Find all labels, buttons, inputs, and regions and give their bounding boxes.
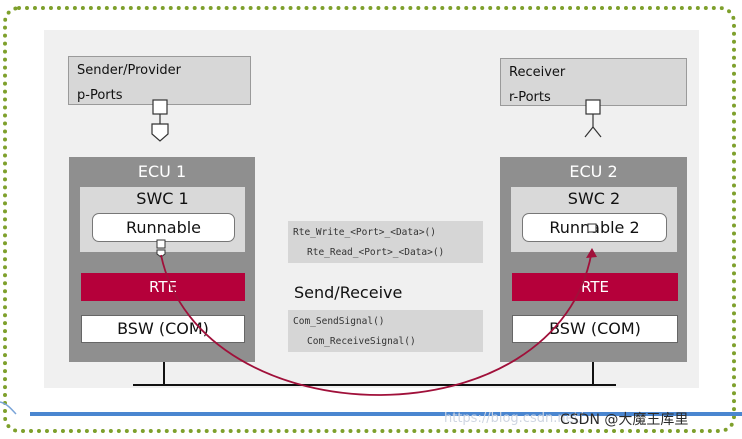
bsw1-box: BSW (COM) [81,315,245,343]
runnable1-box: Runnable [92,213,235,242]
dotted-frame [3,6,736,433]
network-bus [133,362,616,386]
ecu1-title: ECU 1 [137,162,187,181]
swc2-title: SWC 2 [567,189,621,208]
receiver-port-icon [584,99,602,138]
receiver-port-title: Receiver [509,65,566,80]
stripe-tail [0,401,17,415]
runnable1-port-icon [156,239,166,258]
sender-port-type: p-Ports [77,88,123,103]
send-receive-label: Send/Receive [294,283,403,302]
signal-arrow-icon [586,248,597,258]
runnable2-port-icon [587,223,597,233]
ecu2-title: ECU 2 [569,162,618,181]
receiver-port-box: Receiver r-Ports [500,58,687,106]
rte-read-api: Rte_Read_<Port>_<Data>() [307,247,445,258]
swc1-title: SWC 1 [136,189,189,208]
com-api-box: Com_SendSignal() Com_ReceiveSignal() [288,310,483,352]
rte-write-api: Rte_Write_<Port>_<Data>() [293,227,436,238]
com-receive-api: Com_ReceiveSignal() [307,336,416,347]
rte-api-box: Rte_Write_<Port>_<Data>() Rte_Read_<Port… [288,221,483,263]
com-send-api: Com_SendSignal() [293,316,385,327]
rte2-bar: RTE [512,273,678,301]
sender-port-title: Sender/Provider [77,63,181,78]
watermark-url: https://blog.csdn.net/ [444,411,584,426]
signal-arc [160,249,593,396]
watermark-brand: CSDN @大魔王库里 [560,412,689,428]
bsw2-box: BSW (COM) [512,315,678,343]
sender-port-box: Sender/Provider p-Ports [68,56,251,105]
provider-port-icon [151,99,169,142]
receiver-port-type: r-Ports [509,90,551,105]
